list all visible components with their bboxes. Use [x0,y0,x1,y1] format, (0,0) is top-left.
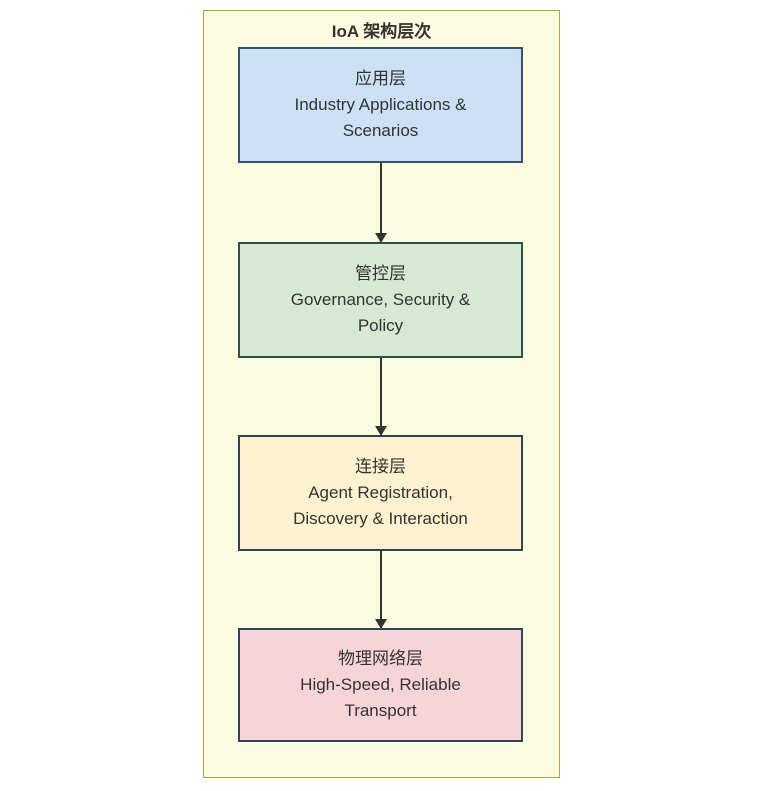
layer-title-zh: 管控层 [355,264,406,283]
layer-desc-line: High-Speed, Reliable [300,675,461,694]
layer-desc-line: Transport [344,701,417,720]
layer-title-zh: 物理网络层 [338,649,423,668]
diagram-title: IoA 架构层次 [331,22,432,41]
arrow-governance-to-connection [380,358,382,435]
layer-title-zh: 连接层 [355,457,406,476]
architecture-subgraph: IoA 架构层次 应用层 Industry Applications & Sce… [203,10,560,778]
layer-box-application: 应用层 Industry Applications & Scenarios [238,47,523,163]
layer-box-physical-network: 物理网络层 High-Speed, Reliable Transport [238,628,523,742]
layer-desc-line: Policy [357,316,404,335]
layer-desc-line: Industry Applications & [294,95,467,114]
layer-desc-line: Agent Registration, [308,483,453,502]
layer-desc-line: Governance, Security & [290,290,471,309]
layer-desc-line: Scenarios [342,121,419,140]
layer-box-governance: 管控层 Governance, Security & Policy [238,242,523,358]
layer-desc-line: Discovery & Interaction [293,509,468,528]
layer-title-zh: 应用层 [355,69,406,88]
layer-box-connection: 连接层 Agent Registration, Discovery & Inte… [238,435,523,551]
arrow-connection-to-physical [380,551,382,628]
arrow-application-to-governance [380,163,382,242]
